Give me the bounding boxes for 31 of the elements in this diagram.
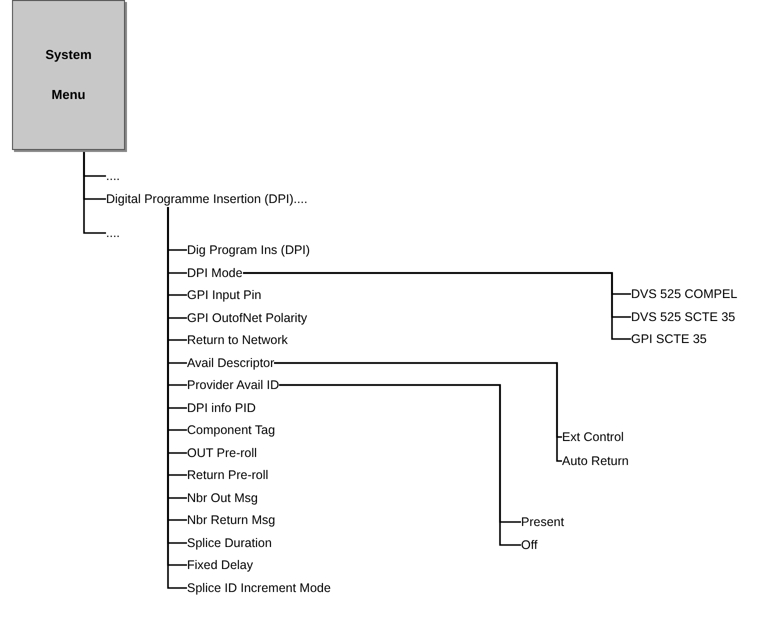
menu-item: Nbr Out Msg <box>187 490 258 506</box>
menu-item: .... <box>106 168 120 184</box>
menu-item: GPI Input Pin <box>187 287 262 303</box>
menu-item: Digital Programme Insertion (DPI).... <box>106 191 308 207</box>
menu-item: Off <box>521 537 538 553</box>
menu-item: Present <box>521 514 564 530</box>
menu-item: OUT Pre-roll <box>187 444 257 460</box>
menu-item: .... <box>106 225 120 241</box>
menu-item: DVS 525 SCTE 35 <box>631 309 736 325</box>
menu-item: GPI SCTE 35 <box>631 331 707 347</box>
menu-item: Fixed Delay <box>187 557 253 573</box>
connector-line <box>83 150 106 234</box>
menu-item: DVS 525 COMPEL <box>631 286 738 302</box>
menu-item: Provider Avail ID <box>187 377 280 393</box>
menu-box <box>12 0 125 150</box>
menu-item: Ext Control <box>562 429 624 445</box>
menu-item: Return to Network <box>187 332 288 348</box>
menu-item: Avail Descriptor <box>187 354 274 370</box>
menu-item: DPI info PID <box>187 400 256 416</box>
menu-item: Return Pre-roll <box>187 467 268 483</box>
menu-item: GPI OutofNet Polarity <box>187 310 308 326</box>
connector-line <box>243 272 631 340</box>
menu-item: Auto Return <box>562 453 629 469</box>
menu-item: Component Tag <box>187 422 276 438</box>
menu-item: Splice Duration <box>187 534 272 550</box>
menu-item: Dig Program Ins (DPI) <box>187 242 310 258</box>
menu-item: Splice ID Increment Mode <box>187 580 331 596</box>
menu-item: Nbr Return Msg <box>187 512 276 528</box>
menu-item: DPI Mode <box>187 264 243 280</box>
menu-title: System Menu <box>44 46 93 104</box>
connector-line <box>274 362 562 462</box>
